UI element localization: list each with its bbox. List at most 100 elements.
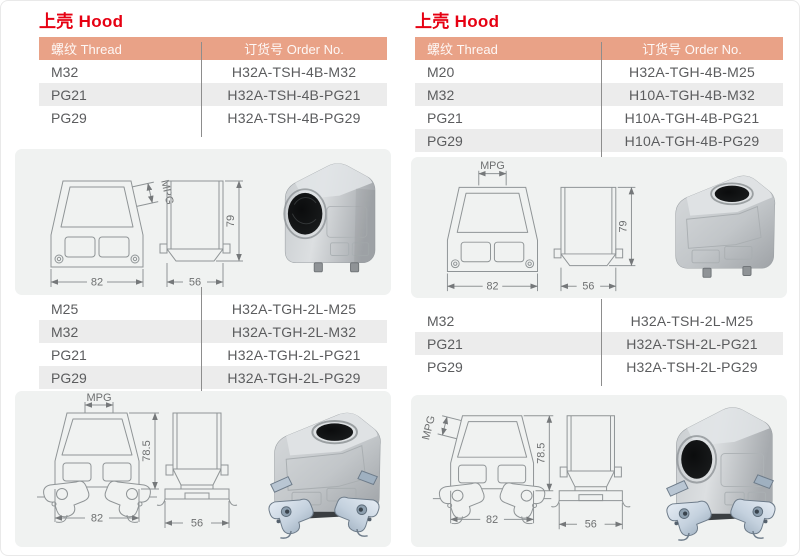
technical-drawing: MPG 82 78.5 [421, 414, 631, 531]
thread-cell: PG21 [427, 335, 463, 352]
front-view-drawing [446, 186, 538, 273]
thread-label: MPG [480, 160, 505, 172]
width-dimension: 82 [450, 490, 535, 526]
product-photo-side-entry [283, 163, 376, 273]
table-header-row: 螺纹 Thread 订货号 Order No. [39, 37, 387, 60]
cable-entry-hole [287, 192, 323, 235]
depth-dimension: 56 [166, 263, 224, 289]
product-photo-side-entry-latches [666, 407, 776, 541]
order-no-cell: H32A-TGH-2L-PG21 [227, 346, 361, 363]
thread-cell: M32 [427, 86, 455, 103]
thread-cell: M20 [427, 63, 455, 80]
width-dim-label: 82 [91, 513, 103, 525]
width-dim-label: 82 [91, 277, 103, 289]
depth-dim-label: 56 [191, 518, 203, 530]
thread-label: MPG [86, 393, 111, 404]
width-dimension: 82 [446, 273, 538, 293]
thread-dimension: MPG [132, 179, 176, 207]
technical-drawing: 82 MPG 56 79 [50, 179, 243, 289]
side-view-drawing [159, 180, 231, 262]
table-row: PG29 H32A-TGH-2L-PG29 [39, 366, 387, 389]
thread-label: MPG [421, 414, 438, 441]
order-no-cell: H32A-TGH-2L-M25 [231, 300, 357, 317]
thread-cell: M25 [51, 300, 79, 317]
thread-cell: PG29 [51, 369, 87, 386]
table-row: PG21 H32A-TSH-4B-PG21 [39, 83, 387, 106]
height-dimension: 78.5 [129, 412, 159, 490]
table-row: M32 H10A-TGH-4B-M32 [415, 83, 783, 106]
product-photo-top-entry [675, 175, 776, 278]
table-row: PG21 H32A-TSH-2L-PG21 [415, 332, 783, 355]
thread-cell: PG21 [427, 109, 463, 126]
cable-entry-ring [311, 420, 358, 445]
product-photo-top-entry-latches [268, 412, 381, 539]
thread-dimension: MPG [421, 414, 462, 441]
front-view-drawing [37, 412, 157, 523]
drawing-panel: MPG 82 78.5 [15, 391, 391, 547]
thread-cell: M32 [427, 312, 455, 329]
cable-entry-hole [714, 185, 750, 202]
height-dimension: 78.5 [523, 415, 554, 492]
table-column-divider [201, 42, 202, 137]
thread-cell: PG29 [427, 358, 463, 375]
order-no-cell: H32A-TGH-2L-PG29 [227, 369, 361, 386]
order-no-cell: H32A-TSH-4B-PG29 [227, 109, 361, 126]
order-no-cell: H32A-TSH-4B-M32 [231, 63, 357, 80]
technical-drawing: MPG 82 78.5 [37, 393, 238, 530]
width-dim-label: 82 [486, 281, 498, 293]
table-column-divider [201, 287, 202, 397]
thread-dimension: MPG [478, 160, 507, 186]
depth-dim-label: 56 [189, 277, 201, 289]
thread-column-header: 螺纹 Thread [427, 42, 498, 57]
table-row: M25 H32A-TGH-2L-M25 [39, 297, 387, 320]
table-column-divider [601, 42, 602, 160]
drawing-panel: MPG 82 78.5 [411, 395, 787, 547]
cable-entry-hole [681, 439, 713, 479]
section-title: 上壳 Hood [415, 12, 500, 31]
thread-column-header: 螺纹 Thread [51, 42, 122, 57]
height-dimension: 79 [608, 186, 636, 267]
table-column-divider [601, 299, 602, 386]
drawing-panel: 82 MPG 56 79 [15, 149, 391, 295]
order-no-cell: H32A-TSH-2L-PG21 [626, 335, 758, 352]
order-no-cell: H32A-TSH-2L-M25 [630, 312, 754, 329]
width-dimension: 82 [54, 489, 140, 525]
height-dimension: 79 [216, 180, 243, 262]
drawing-panel: MPG 82 [411, 157, 787, 298]
cable-entry-hole [316, 423, 354, 441]
depth-dimension: 56 [560, 267, 617, 293]
depth-dimension: 56 [558, 502, 623, 531]
side-view-drawing [551, 415, 631, 508]
cable-entry-ring [283, 188, 327, 240]
order-no-cell: H32A-TSH-4B-PG21 [227, 86, 361, 103]
thread-cell: PG21 [51, 86, 87, 103]
height-dim-label: 79 [618, 221, 630, 233]
depth-dim-label: 56 [585, 519, 597, 531]
height-dim-label: 78.5 [141, 440, 153, 461]
order-no-cell: H10A-TGH-4B-M32 [629, 86, 755, 103]
side-view-drawing [156, 412, 238, 506]
width-dimension: 82 [50, 269, 144, 289]
side-view-drawing [553, 186, 624, 267]
table-row: M32 H32A-TSH-2L-M25 [415, 309, 783, 332]
thread-dimension: MPG [84, 393, 114, 413]
front-view-drawing [432, 415, 552, 525]
order-no-cell: H32A-TGH-4B-M25 [629, 63, 755, 80]
thread-cell: M32 [51, 323, 79, 340]
cable-entry-ring [676, 435, 718, 484]
order-no-column-header: 订货号 Order No. [244, 42, 344, 57]
thread-cell: PG29 [427, 132, 463, 149]
